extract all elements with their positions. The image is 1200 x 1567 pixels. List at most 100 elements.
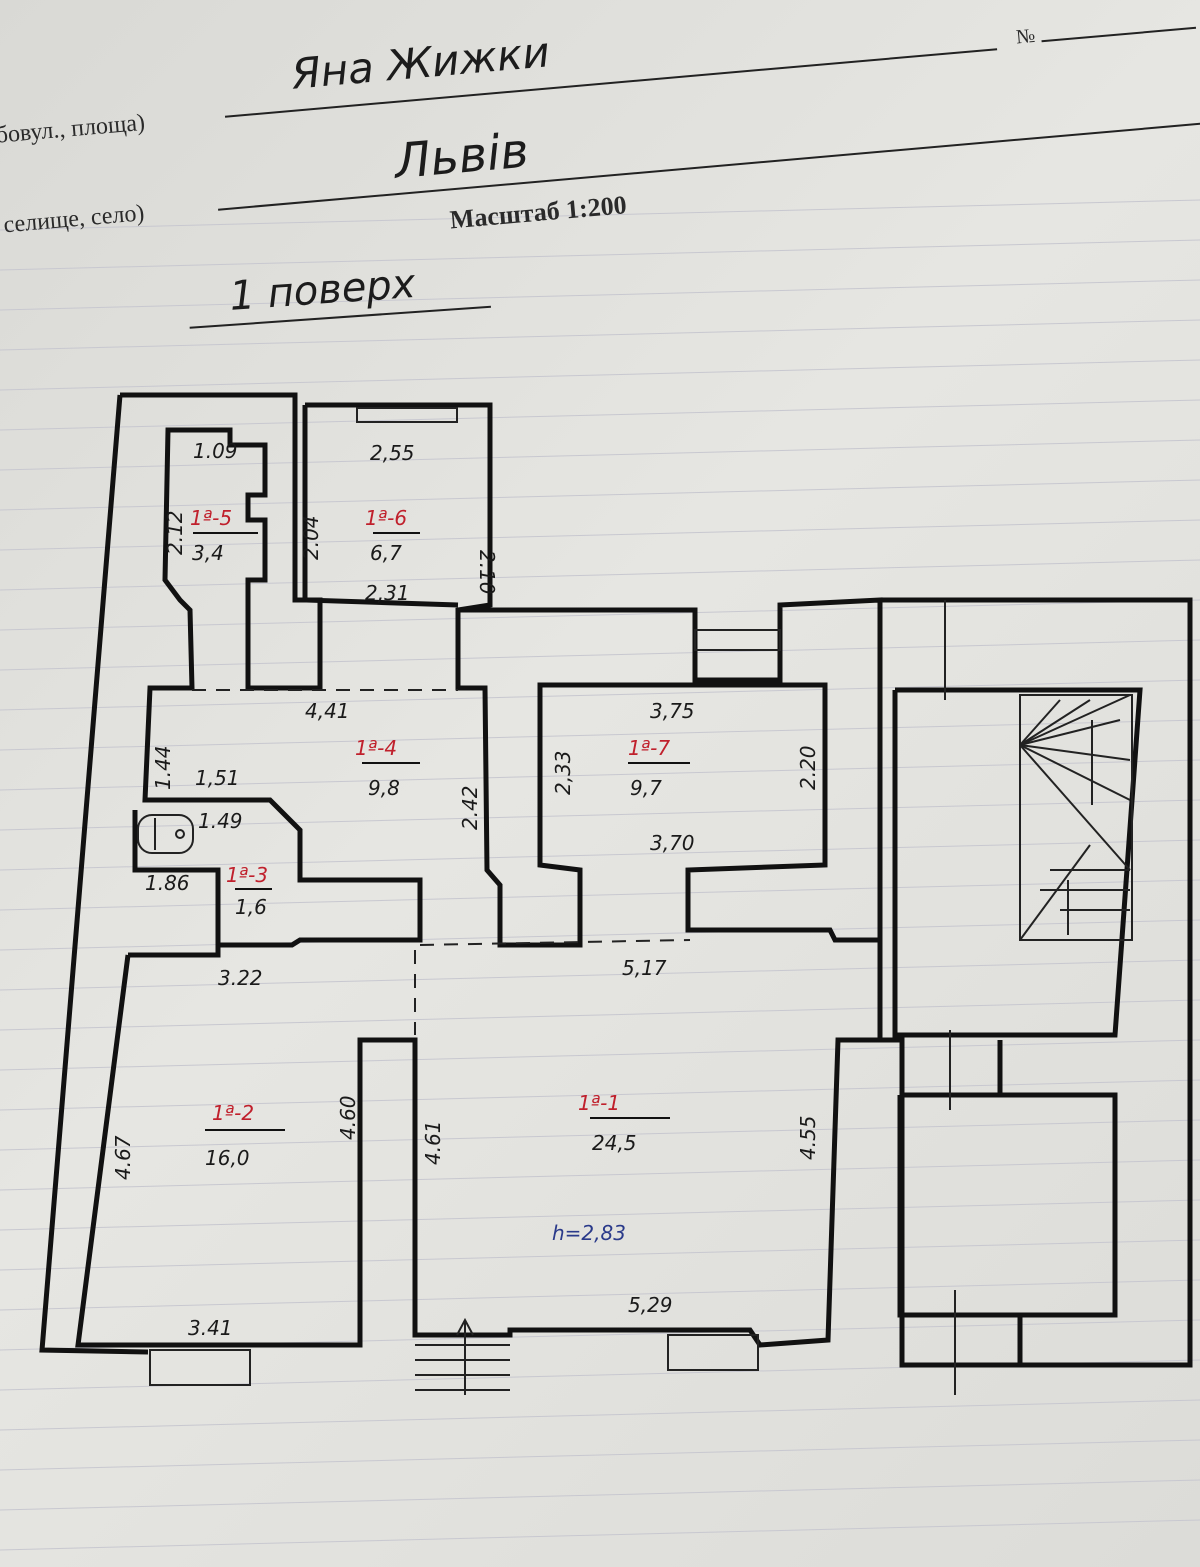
room-7-id: 1ª-7 <box>628 736 670 760</box>
room-3-area: 1,6 <box>235 895 267 919</box>
grid-line <box>0 1159 1200 1191</box>
entrance-steps <box>415 1317 510 1395</box>
window-room-7 <box>694 629 781 651</box>
dimension-label: 1,51 <box>195 766 240 790</box>
grid-line <box>0 719 1200 751</box>
grid-line <box>0 279 1200 311</box>
grid-line <box>0 759 1200 791</box>
grid-line <box>0 1439 1200 1471</box>
city-line <box>218 122 1200 211</box>
room-5-area: 3,4 <box>192 541 224 565</box>
dimension-label: 4.61 <box>421 1120 445 1165</box>
room-4-area: 9,8 <box>368 776 400 800</box>
grid-line <box>0 1399 1200 1431</box>
room-7-label: 1ª-7 9,7 3,75 2,33 2.20 3,70 <box>551 699 820 855</box>
dimension-label: 4.60 <box>336 1095 360 1140</box>
grid-line <box>0 959 1200 991</box>
dimension-label: 2.20 <box>796 745 820 790</box>
room-6-id: 1ª-6 <box>365 506 407 530</box>
room-1-id: 1ª-1 <box>578 1091 620 1115</box>
dimension-label: 3,75 <box>650 699 695 723</box>
room-7-area: 9,7 <box>630 776 662 800</box>
room-4-label: 1ª-4 9,8 4,41 1.44 1,51 2.42 <box>151 699 482 830</box>
street-label: бовул., площа) <box>0 110 146 149</box>
stair-hall <box>892 687 1143 1038</box>
grid-line <box>0 1279 1200 1311</box>
street-line <box>224 48 998 118</box>
grid-line <box>0 1479 1200 1511</box>
room-6-area: 6,7 <box>370 541 402 565</box>
rooms-1-2-walls <box>75 940 883 1348</box>
floor-title-underline <box>189 305 492 329</box>
street-value: Яна Жижки <box>288 27 551 98</box>
scale-label: Масштаб 1:200 <box>449 190 628 234</box>
grid-line <box>0 359 1200 391</box>
toilet-icon <box>137 814 194 854</box>
stair-block-outer <box>880 597 1193 1368</box>
room-5-label: 1ª-5 3,4 1.09 2.12 <box>163 439 258 565</box>
dimension-label: 2.12 <box>163 510 187 555</box>
room-6-7-walls <box>305 402 883 948</box>
room-labels: 1ª-5 3,4 1.09 2.12 1ª-6 6,7 2,55 2.04 2.… <box>111 439 820 1340</box>
room-2-top <box>128 945 221 958</box>
dimension-label: 2.42 <box>458 785 482 830</box>
dimension-label: 4.55 <box>796 1115 820 1160</box>
grid-line <box>0 799 1200 831</box>
room-3-id: 1ª-3 <box>226 863 268 887</box>
grid-line <box>0 599 1200 631</box>
room-6-label: 1ª-6 6,7 2,55 2.04 2.10 2,31 <box>299 441 499 605</box>
room-4-id: 1ª-4 <box>355 736 397 760</box>
dimension-label: 4,41 <box>305 699 350 723</box>
openings <box>137 407 1133 1395</box>
staircase-icon <box>944 600 1133 1395</box>
grid-line <box>0 999 1200 1031</box>
room-1-area: 24,5 <box>592 1131 637 1155</box>
ceiling-height: h=2,83 <box>552 1221 626 1245</box>
room-1-label: 1ª-1 24,5 5,17 4.61 4.55 5,29 h=2,83 <box>421 956 820 1317</box>
grid-line <box>0 879 1200 911</box>
number-line <box>1041 26 1197 43</box>
dimension-label: 2,55 <box>370 441 415 465</box>
window-room-1 <box>667 1334 759 1371</box>
dimension-label: 1.49 <box>198 809 243 833</box>
room-5-id: 1ª-5 <box>190 506 232 530</box>
grid-line <box>0 839 1200 871</box>
grid-line <box>0 239 1200 271</box>
grid-line <box>0 639 1200 671</box>
grid-line <box>0 479 1200 511</box>
dimension-label: 1.86 <box>145 871 190 895</box>
dimension-label: 1.09 <box>193 439 238 463</box>
floor-title: 1 поверх <box>228 261 417 320</box>
dimension-label: 4.67 <box>111 1135 135 1180</box>
grid-line <box>0 319 1200 351</box>
room-6-left-wall <box>302 405 459 608</box>
grid-line <box>0 919 1200 951</box>
city-label: селище, село) <box>3 200 146 238</box>
floor-title-group: 1 поверх <box>189 261 492 329</box>
dimension-label: 1.44 <box>151 745 175 790</box>
dimension-label: 3,70 <box>650 831 695 855</box>
room-5-and-4-walls <box>120 392 423 948</box>
grid-line <box>0 1199 1200 1231</box>
dimension-label: 2,31 <box>365 581 410 605</box>
dimension-label: 3.22 <box>218 966 263 990</box>
number-label: № <box>1015 25 1036 49</box>
grid-line <box>0 559 1200 591</box>
dimension-label: 2.10 <box>475 550 499 595</box>
grid-line <box>0 1119 1200 1151</box>
dimension-label: 5,17 <box>622 956 667 980</box>
lower-room-right <box>897 1092 1118 1318</box>
grid-line <box>0 1039 1200 1071</box>
grid-line <box>0 679 1200 711</box>
window-room-2 <box>149 1349 251 1386</box>
room-3-label: 1ª-3 1,6 1.49 1.86 <box>145 809 272 919</box>
grid-paper <box>0 199 1200 1551</box>
room-2-label: 1ª-2 16,0 3.22 4.67 4.60 3.41 <box>111 966 360 1340</box>
outer-wall-left <box>39 394 149 1355</box>
dimension-label: 5,29 <box>628 1293 673 1317</box>
window-room-6 <box>356 407 458 423</box>
grid-line <box>0 399 1200 431</box>
dimension-label: 2,33 <box>551 750 575 795</box>
